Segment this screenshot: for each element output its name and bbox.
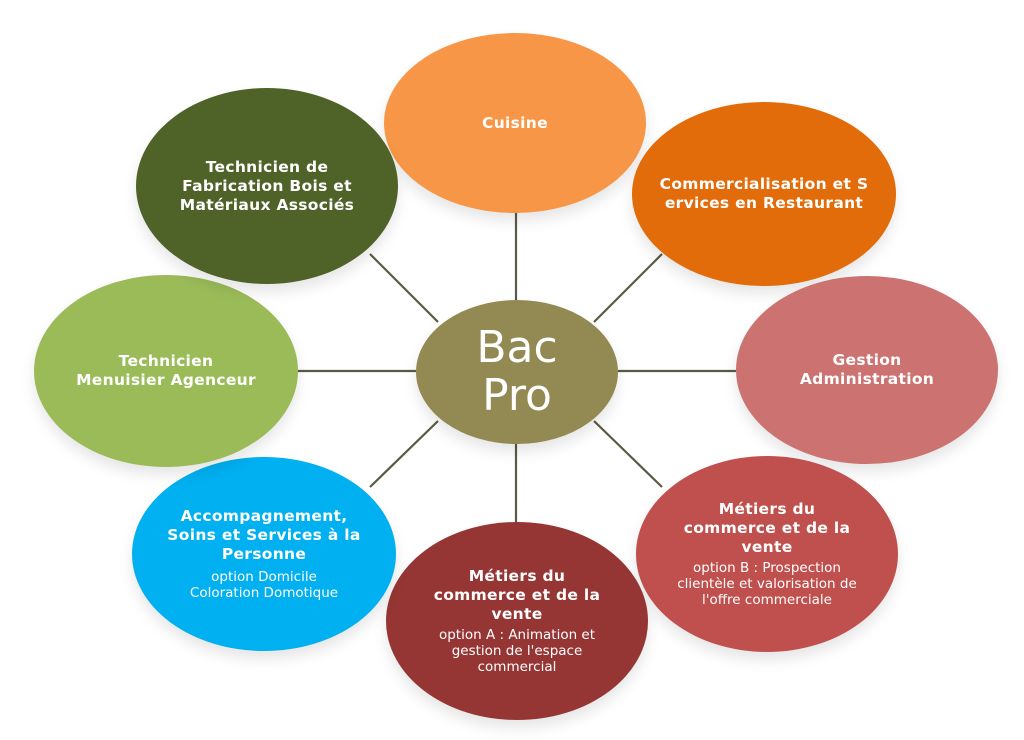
node-technicien-fabrication-bois: Technicien de Fabrication Bois et Matéri…: [136, 88, 398, 284]
node-accompagnement-title: Accompagnement, Soins et Services à la P…: [167, 507, 361, 563]
center-label-line1: Bac: [476, 322, 558, 373]
node-gestion-title-line2: Administration: [799, 370, 935, 388]
node-metiers-a-title: Métiers du commerce et de la vente: [433, 567, 601, 623]
node-metiers-commerce-vente-option-b: Métiers du commerce et de la vente optio…: [636, 456, 898, 652]
connector-metiers-b: [593, 420, 663, 488]
connector-commercialisation: [593, 253, 663, 323]
node-metiers-b-option: option B : Prospection clientèle et valo…: [677, 560, 857, 608]
node-accompagnement-soins-services: Accompagnement, Soins et Services à la P…: [132, 457, 396, 651]
center-label-line2: Pro: [482, 370, 552, 421]
node-accompagnement-option-line1: option Domicile: [211, 569, 317, 585]
node-fabrication-title: Technicien de Fabrication Bois et Matéri…: [179, 157, 355, 214]
node-metiers-commerce-vente-option-a: Métiers du commerce et de la vente optio…: [386, 522, 648, 720]
connector-fabrication: [369, 253, 439, 323]
node-commercialisation-services-restaurant: Commercialisation et Services en Restaur…: [632, 102, 896, 286]
node-gestion-administration: Gestion Administration: [736, 276, 998, 464]
node-cuisine: Cuisine: [384, 33, 646, 213]
node-cuisine-title: Cuisine: [482, 113, 548, 132]
connector-accompagnement: [369, 420, 439, 488]
node-technicien-menuisier-agenceur: Technicien Menuisier Agenceur: [34, 275, 298, 467]
node-accompagnement-option-line2: Coloration Domotique: [189, 585, 339, 601]
node-menuisier-title: Technicien Menuisier Agenceur: [76, 352, 256, 389]
node-metiers-a-option: option A : Animation et gestion de l'esp…: [438, 627, 596, 675]
node-gestion-title-line1: Gestion: [832, 351, 902, 369]
node-center-bac-pro: Bac Pro: [416, 300, 618, 444]
node-commercialisation-title: Commercialisation et Services en Restaur…: [659, 175, 869, 212]
node-metiers-b-title: Métiers du commerce et de la vente: [683, 500, 851, 556]
